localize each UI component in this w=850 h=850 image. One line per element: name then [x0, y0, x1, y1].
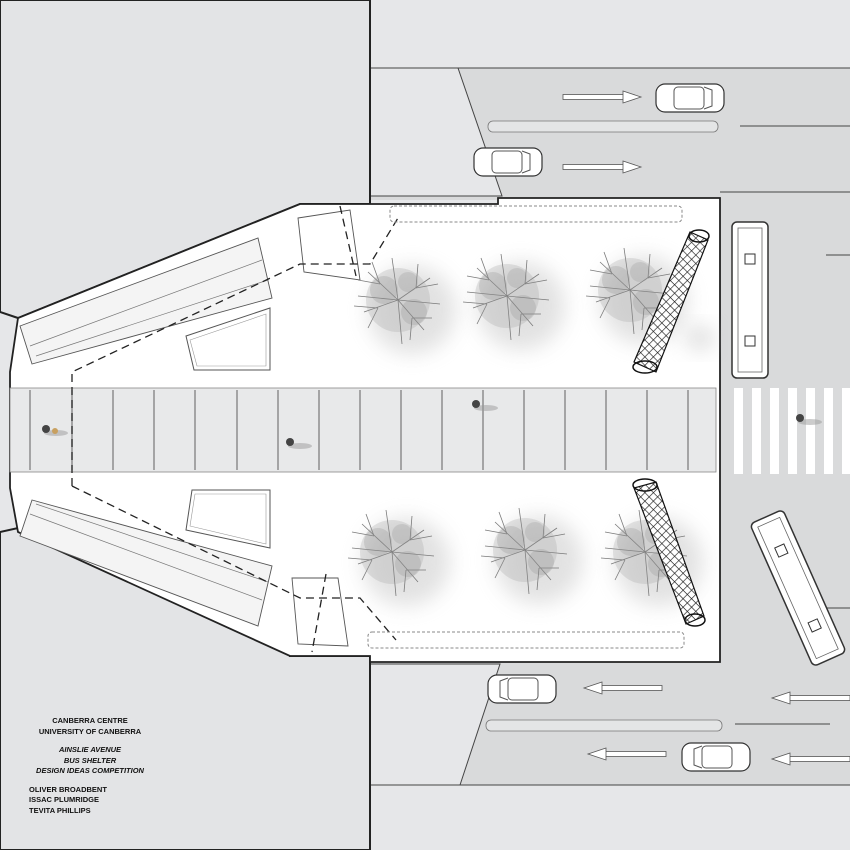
- org-subname: UNIVERSITY OF CANBERRA: [38, 726, 142, 736]
- author-name: TEVITA PHILLIPS: [29, 805, 91, 815]
- org-name: CANBERRA CENTRE: [52, 716, 128, 725]
- title-block: CANBERRA CENTRE UNIVERSITY OF CANBERRA A…: [10, 716, 170, 816]
- car-icon: [473, 147, 543, 177]
- project-street: AINSLIE AVENUE: [58, 745, 122, 754]
- project-type: BUS SHELTER: [63, 755, 117, 765]
- author-name: ISSAC PLUMRIDGE: [29, 795, 100, 804]
- lattice-tube-south: [632, 478, 706, 627]
- project-competition: DESIGN IDEAS COMPETITION: [36, 766, 144, 775]
- pedestrian-crossing: [734, 388, 850, 474]
- lattice-tube-icon: [633, 231, 709, 373]
- bus-icon: [731, 221, 769, 379]
- lattice-tube-north: [632, 229, 714, 374]
- lattice-tube-icon: [633, 481, 705, 625]
- pedestrians: [42, 400, 822, 449]
- car-icon: [655, 83, 725, 113]
- car-icon: [681, 742, 751, 772]
- author-name: OLIVER BROADBENT: [29, 784, 107, 794]
- central-walkway: [9, 387, 717, 473]
- car-icon: [487, 674, 557, 704]
